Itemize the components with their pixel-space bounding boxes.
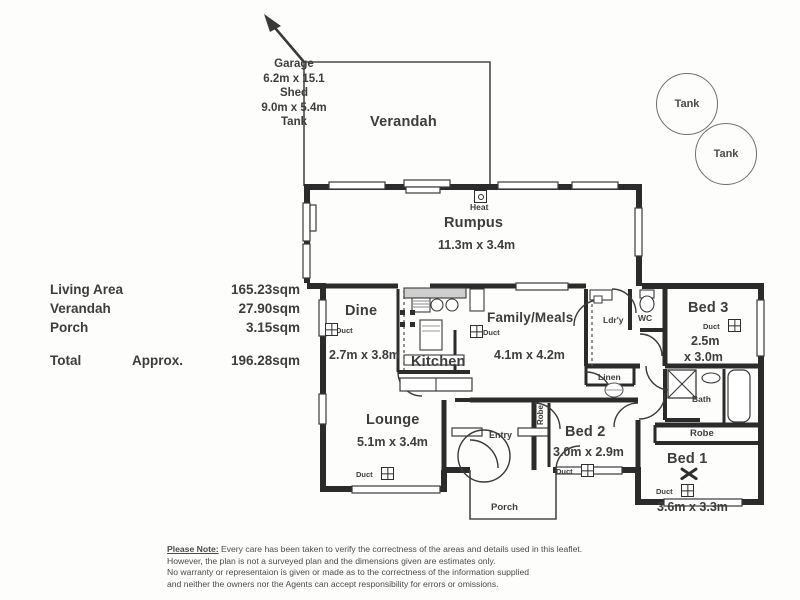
area-value-verandah: 27.90sqm [238,301,300,316]
shed-dimensions: 9.0m x 5.4m [261,101,327,114]
wet-area-fixtures [589,289,751,423]
label-robe-bed-2: Robe [536,405,545,425]
area-schedule: Living Area 165.23sqm Verandah 27.90sqm … [50,282,300,372]
room-dim-bed-2: 3.0m x 2.9m [553,445,624,459]
area-label-verandah: Verandah [50,301,111,316]
disclaimer-line-3: No warranty or representaion is given or… [167,567,530,578]
disclaimer-block: Please Note: Every care has been taken t… [167,544,687,590]
room-label-rumpus: Rumpus [444,215,504,231]
duct-icon-dine [325,323,338,336]
disclaimer-text-1: Every care has been taken to verify the … [220,544,583,554]
area-approx-label: Approx. [132,353,184,368]
duct-icon-bed-3 [728,319,741,332]
duct-label-family: Duct [483,328,500,337]
room-dim-dine: 2.7m x 3.8m [329,348,400,362]
north-arrow-icon [264,14,305,63]
label-heat: Heat [470,202,489,212]
room-dim-bed-3-line1: 2.5m [691,334,720,348]
disclaimer-line-4: and neither the owners nor the Agents ca… [167,578,499,589]
disclaimer-line-2: However, the plan is not a surveyed plan… [167,555,496,566]
area-value-porch: 3.15sqm [245,320,300,335]
room-label-family-meals: Family/Meals [487,310,574,325]
duct-icon-family [470,325,483,338]
area-label-porch: Porch [50,320,89,335]
duct-label-bed-3: Duct [703,322,720,331]
duct-label-bed-1: Duct [656,487,673,496]
duct-icon-bed-1 [681,484,694,497]
shed-label: Shed [279,87,309,99]
room-label-dine: Dine [345,303,378,319]
tank-1-label: Tank [674,98,700,110]
room-dim-rumpus: 11.3m x 3.4m [438,238,516,252]
area-value-total: 196.28sqm [230,353,300,368]
room-label-lounge: Lounge [366,412,420,428]
room-dim-bed-3-line2: x 3.0m [684,350,723,364]
duct-label-lounge: Duct [356,470,373,479]
room-dim-family-meals: 4.1m x 4.2m [494,348,565,362]
garage-shed-note: Garage 6.2m x 15.1 Shed 9.0m x 5.4m Tank [248,57,340,130]
heater-icon [474,190,487,203]
room-label-bed-3: Bed 3 [688,300,729,316]
room-label-verandah: Verandah [370,114,437,130]
family-fixtures [469,288,485,312]
disclaimer-prefix: Please Note: [167,544,219,554]
tank-2-label: Tank [713,148,739,160]
label-bath: Bath [692,394,711,404]
label-linen: Linen [598,372,621,382]
label-laundry: Ldr'y [603,315,624,325]
label-porch-plan: Porch [491,502,518,513]
duct-label-dine: Duct [336,326,353,335]
disclaimer-line-1: Please Note: Every care has been taken t… [167,544,687,556]
area-spacer [50,339,300,353]
verandah-outline [303,61,491,186]
duct-label-bed-2: Duct [556,467,573,476]
tank-note-label: Tank [281,116,307,128]
tank-circle-2: Tank [695,123,757,185]
area-row-porch: Porch 3.15sqm [50,320,300,339]
area-label-living: Living Area [50,282,124,297]
room-label-kitchen: Kitchen [411,354,466,370]
area-value-living: 165.23sqm [230,282,300,297]
tank-circle-1: Tank [656,73,718,135]
room-label-bed-1: Bed 1 [667,451,708,467]
duct-icon-bed-2 [581,464,594,477]
room-label-bed-2: Bed 2 [565,424,606,440]
room-dim-lounge: 5.1m x 3.4m [357,435,428,449]
garage-dimensions: 6.2m x 15.1 [263,72,325,85]
area-label-total: Total [50,353,82,368]
label-wc: WC [638,313,653,323]
ceiling-fan-icon-bed-1 [680,467,698,481]
area-row-living: Living Area 165.23sqm [50,282,300,301]
garage-label: Garage [274,58,314,70]
kitchen-fixtures [399,287,473,392]
label-entry: Entry [489,430,513,440]
room-dim-bed-1: 3.6m x 3.3m [657,500,728,514]
label-robe-bed-1: Robe [690,428,714,439]
area-row-total: Total Approx. 196.28sqm [50,353,300,372]
area-row-verandah: Verandah 27.90sqm [50,301,300,320]
duct-icon-lounge [381,467,394,480]
